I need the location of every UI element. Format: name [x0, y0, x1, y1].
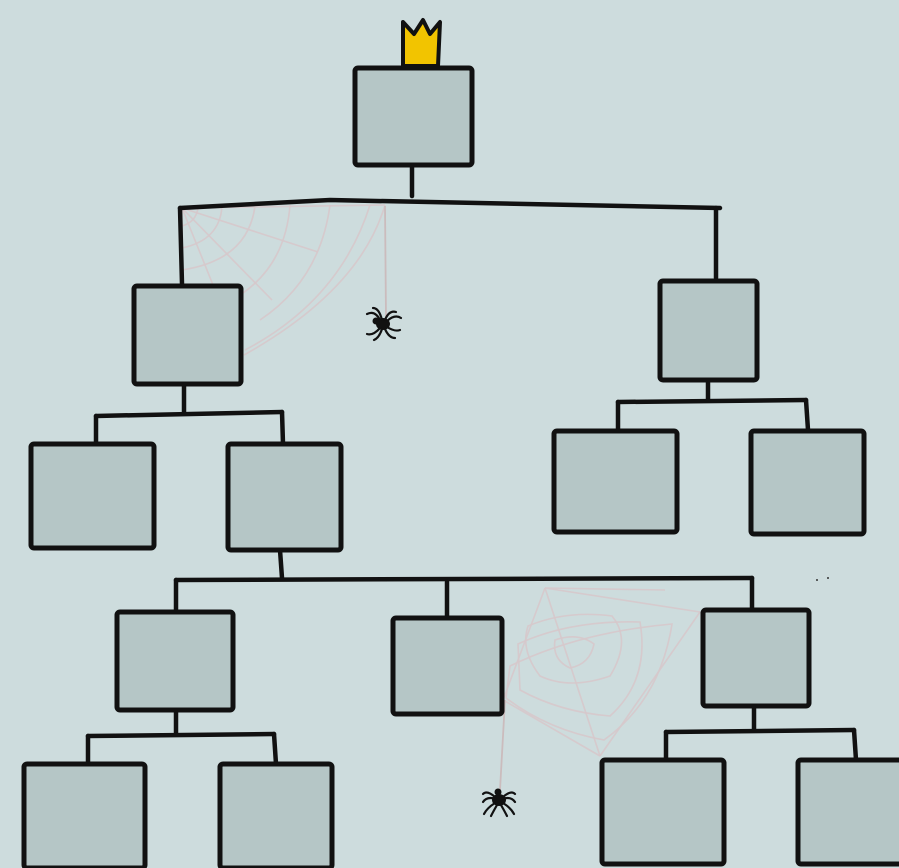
node-level2-b[interactable]	[228, 444, 341, 550]
spider-thread-top	[385, 206, 386, 318]
node-level3-c[interactable]	[703, 610, 809, 706]
node-level4-b[interactable]	[220, 764, 332, 868]
node-level2-d[interactable]	[751, 431, 864, 534]
node-level1-right[interactable]	[660, 281, 757, 380]
node-level3-b[interactable]	[393, 618, 502, 714]
crown-icon	[403, 20, 440, 66]
node-level3-a[interactable]	[117, 612, 233, 710]
node-level1-left[interactable]	[134, 286, 241, 384]
node-level4-c[interactable]	[602, 760, 724, 864]
speck	[816, 579, 818, 581]
node-level2-c[interactable]	[554, 431, 677, 532]
node-level4-a[interactable]	[24, 764, 145, 868]
node-level2-a[interactable]	[31, 444, 154, 548]
node-level4-d[interactable]	[798, 760, 899, 864]
spider-icon	[367, 308, 401, 340]
speck	[827, 577, 829, 579]
spider-icon	[483, 789, 515, 817]
node-root[interactable]	[355, 68, 472, 165]
